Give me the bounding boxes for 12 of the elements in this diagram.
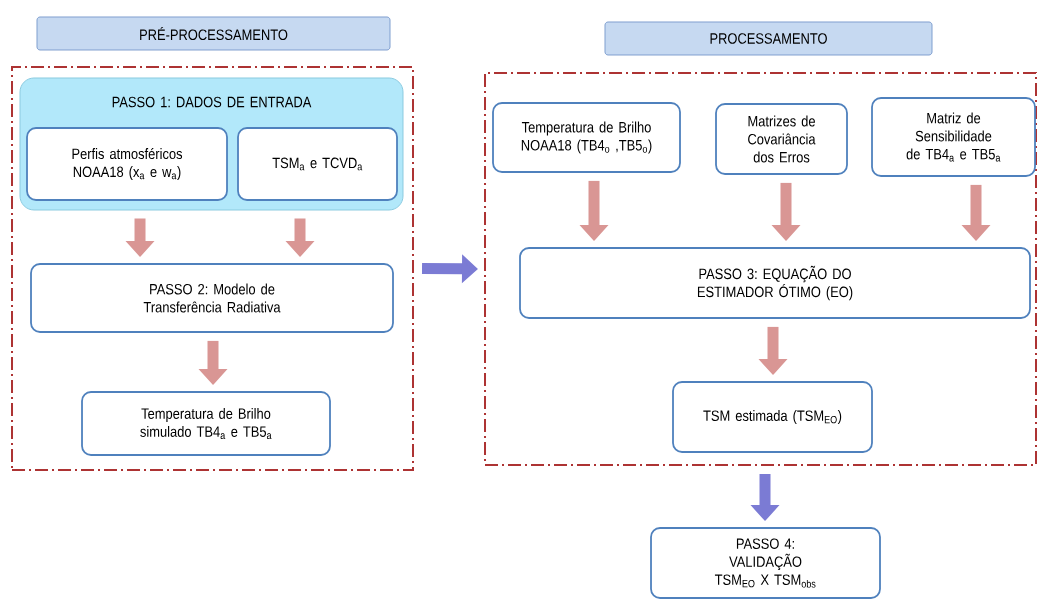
process-box: PASSO 4: VALIDAÇÃO TSM$_{EO}$ X TSM$_{obs}$ [650,527,881,599]
process-box: TSM$_{a}$ e TCVD$_{a}$ [237,127,398,201]
process-box: Temperatura de Brilho simulado TB4$_{a}$ e TB5$_{a}$ [81,391,331,456]
process-box: Perfis atmosféricos NOAA18 (x$_{a}$ e w$_{a}$) [26,127,228,201]
process-box: Temperatura de Brilho NOAA18 (TB4$_{o}$ ,TB5$_{o}$) [492,102,681,173]
header-band: PROCESSAMENTO [604,21,933,56]
process-box: PASSO 3: EQUAÇÃO DO ESTIMADOR ÓTIMO (EO) [519,247,1031,319]
process-box: TSM estimada (TSM$_{EO}$) [672,381,873,453]
process-box: Matriz de Sensibilidade de TB4$_{a}$ e TB5$_{a}$ [871,97,1036,177]
process-box: Matrizes de Covariância dos Erros [715,103,848,175]
header-band: PRÉ-PROCESSAMENTO [36,16,391,51]
process-box: PASSO 2: Modelo de Transferência Radiativa [30,263,394,333]
